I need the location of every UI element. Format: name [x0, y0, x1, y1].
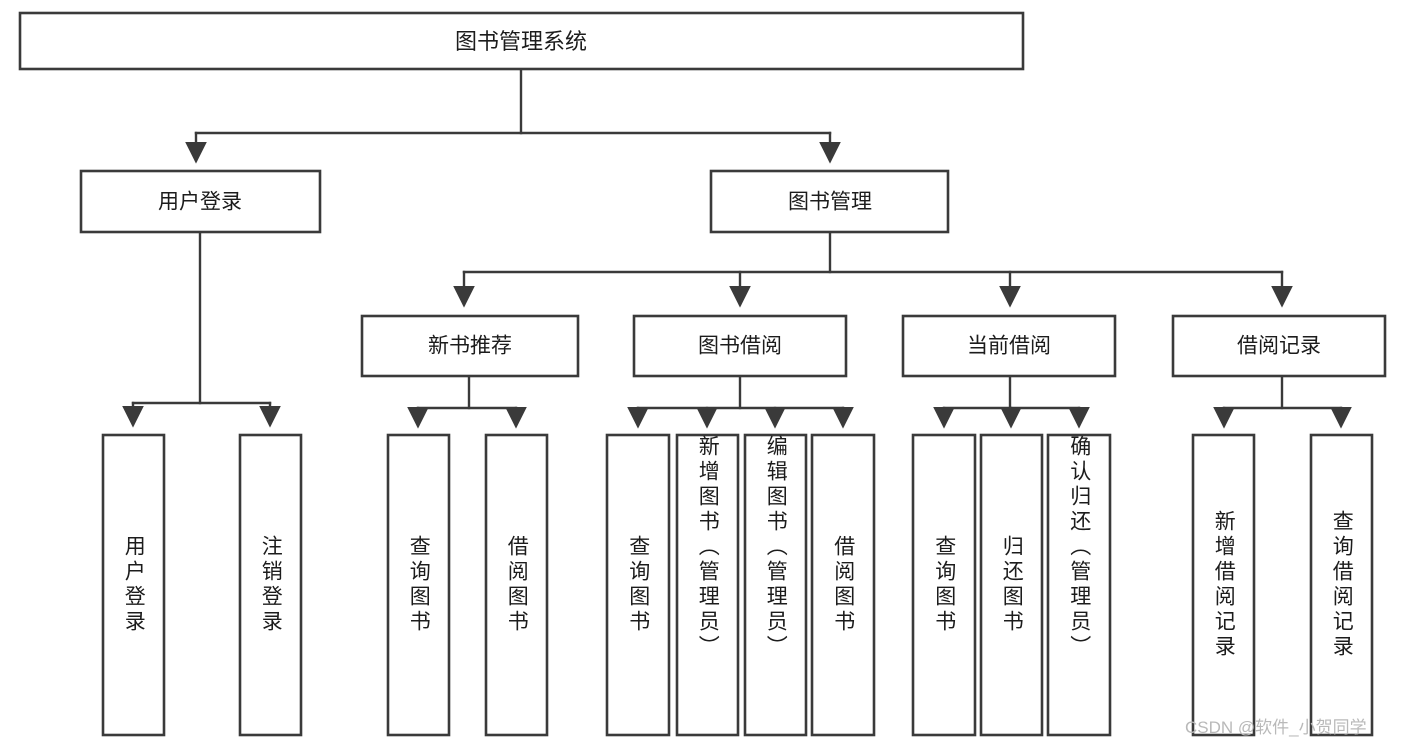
- leaf-box-current-borrow-1[interactable]: [911, 433, 977, 737]
- connectors-root: [185, 67, 841, 164]
- node-label-book-borrow: 图书借阅: [698, 335, 782, 358]
- connectors-new-book: [407, 374, 527, 429]
- leaf-box-user-login-2[interactable]: [238, 433, 303, 737]
- watermark-text: CSDN @软件_小贺同学: [1185, 718, 1367, 737]
- node-box-current-borrow[interactable]: [901, 314, 1117, 378]
- connectors-book-manage: [453, 230, 1293, 308]
- node-box-new-book-recommend[interactable]: [360, 314, 580, 378]
- leaf-box-book-borrow-3[interactable]: [743, 433, 808, 737]
- node-label-borrow-record: 借阅记录: [1237, 335, 1321, 358]
- node-box-root[interactable]: [18, 11, 1025, 71]
- leaf-box-book-borrow-1[interactable]: [605, 433, 671, 737]
- node-label-user-login: 用户登录: [158, 191, 242, 214]
- node-box-user-login[interactable]: [79, 169, 322, 234]
- leaf-box-borrow-record-2[interactable]: [1309, 433, 1374, 737]
- leaf-box-borrow-record-1[interactable]: [1191, 433, 1256, 737]
- node-label-root: 图书管理系统: [455, 29, 587, 54]
- connectors-borrow-record: [1213, 374, 1352, 429]
- leaf-box-current-borrow-2[interactable]: [979, 433, 1044, 737]
- leaf-box-new-book-2[interactable]: [484, 433, 549, 737]
- node-label-current-borrow: 当前借阅: [967, 335, 1051, 358]
- connectors-user-login: [122, 230, 281, 428]
- connectors-book-borrow: [627, 374, 854, 429]
- leaf-box-book-borrow-4[interactable]: [810, 433, 876, 737]
- leaf-box-current-borrow-3[interactable]: [1046, 433, 1112, 737]
- connectors-current-borrow: [933, 374, 1090, 429]
- node-box-book-borrow[interactable]: [632, 314, 848, 378]
- node-label-new-book-recommend: 新书推荐: [428, 335, 512, 358]
- node-box-book-manage[interactable]: [709, 169, 950, 234]
- node-label-book-manage: 图书管理: [788, 191, 872, 214]
- leaf-box-new-book-1[interactable]: [386, 433, 451, 737]
- leaf-box-book-borrow-2[interactable]: [675, 433, 740, 737]
- leaf-box-user-login-1[interactable]: [101, 433, 166, 737]
- node-box-borrow-record[interactable]: [1171, 314, 1387, 378]
